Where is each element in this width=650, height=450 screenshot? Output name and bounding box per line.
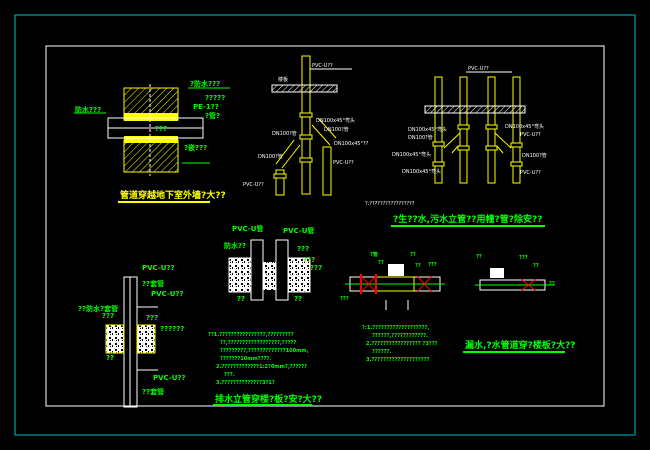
stack2-label: PVC-U?? — [468, 66, 489, 72]
stack-title: ?生??水,污水立管??用幢?管?除安?? — [393, 213, 542, 225]
svg-text:?防水???: ?防水??? — [190, 79, 220, 88]
svg-text:??: ?? — [237, 295, 245, 303]
svg-text:防水??: 防水?? — [224, 241, 246, 250]
left-pipe-detail: PVC-U?? ??套管 PVC-U?? ??防水?套管 ??? ??? ???… — [78, 264, 186, 408]
stack1-label: DN100?管 — [324, 126, 349, 133]
svg-text:??: ?? — [533, 263, 539, 269]
leak-fix-detail-1: ?管 ?? ?? ?? ??? ??? — [340, 251, 445, 310]
svg-text:??????,????????????.: ??????,????????????. — [372, 333, 428, 339]
svg-text:PVC-U??: PVC-U?? — [142, 264, 175, 272]
svg-text:???: ??? — [303, 256, 315, 264]
svg-text:??: ?? — [378, 260, 384, 266]
stack2-label: DN100x45°弯头 — [392, 151, 431, 158]
stack2-label: DN100x45°弯头 — [408, 126, 447, 133]
svg-text:PVC-U??: PVC-U?? — [153, 374, 186, 382]
stack-detail-2 — [424, 76, 526, 184]
stack1-label: PVC-U?? — [243, 182, 264, 188]
outer-frame — [14, 14, 636, 436]
svg-text:???: ??? — [297, 245, 309, 253]
svg-text:?管?: ?管? — [205, 111, 220, 120]
stack1-label: DN100?管 — [258, 153, 283, 160]
svg-text:??: ?? — [410, 252, 416, 258]
svg-text:?????????,?????????????100mm,: ?????????,?????????????100mm, — [220, 348, 309, 354]
svg-text:???: ??? — [102, 312, 114, 320]
svg-text:??????: ?????? — [160, 325, 184, 333]
svg-text:???????10mm????.: ???????10mm????. — [220, 356, 271, 362]
stack1-label: PVC-U?? — [333, 160, 354, 166]
leak-fix-detail-2: ?? ??? ?? ?? — [475, 254, 555, 292]
svg-text:???: ??? — [519, 255, 528, 261]
svg-text:3.??????????????3?1?: 3.??????????????3?1? — [216, 380, 275, 386]
svg-text:PVC-U管: PVC-U管 — [232, 224, 263, 233]
svg-text:2.????????????????? ?3???: 2.????????????????? ?3??? — [366, 341, 438, 347]
svg-text:???.: ???. — [224, 372, 235, 378]
svg-text:?:1.???????????????????,: ?:1.???????????????????, — [362, 325, 429, 331]
stack1-label: PVC-U?? — [312, 63, 333, 69]
fix-notes: ?:1.???????????????????, ??????,????????… — [362, 325, 438, 363]
svg-text:???: ??? — [428, 262, 437, 268]
svg-text:??: ?? — [415, 263, 421, 269]
stack-note: ?:????????????????? — [365, 201, 415, 207]
svg-text:??套管: ??套管 — [142, 387, 164, 396]
svg-text:??防水?套管: ??防水?套管 — [78, 304, 118, 313]
floor-title: 排水立管穿楼?板?安?大?? — [215, 393, 322, 405]
svg-text:??????.: ??????. — [372, 349, 391, 355]
svg-text:??: ?? — [106, 354, 114, 362]
stack2-label: DN100?管 — [408, 134, 433, 141]
svg-text:PE-1??: PE-1?? — [193, 103, 219, 111]
stack-detail-1 — [271, 55, 338, 196]
floor-notes: ??1.????????????????,????????? ??,??????… — [208, 332, 309, 386]
svg-text:?管: ?管 — [370, 251, 378, 258]
stack1-label: DN100x45°弯头 — [316, 117, 355, 124]
svg-text:??: ?? — [549, 281, 555, 287]
svg-text:???: ??? — [340, 296, 349, 302]
stack2-label: PVC-U?? — [520, 132, 541, 138]
svg-text:2.?????????????1:2?0mm?,??????: 2.?????????????1:2?0mm?,?????? — [216, 364, 307, 370]
stack2-label: DN100?管 — [522, 152, 547, 159]
stack2-label: DN100x45°弯头 — [402, 168, 441, 175]
svg-text:??: ?? — [476, 254, 482, 260]
svg-text:??套管: ??套管 — [142, 279, 164, 288]
inner-border — [45, 45, 605, 407]
svg-text:?????: ????? — [205, 94, 225, 102]
floor-penetration-detail: PVC-U管 PVC-U管 防水?? ??? ??? ??? ?? ?? — [224, 224, 322, 303]
stack1-label: DN100?管 — [272, 130, 297, 137]
svg-text:3.????????????????????: 3.???????????????????? — [366, 357, 429, 363]
svg-text:??1.????????????????,?????????: ??1.????????????????,????????? — [208, 332, 294, 338]
svg-text:防水???: 防水??? — [75, 105, 101, 114]
svg-text:??: ?? — [294, 295, 302, 303]
svg-text:???: ??? — [310, 264, 322, 272]
svg-text:???: ??? — [146, 314, 158, 322]
svg-text:PVC-U管: PVC-U管 — [283, 226, 314, 235]
stack1-label: DN100x45°?? — [334, 141, 369, 147]
stack2-label: DN100x45°弯头 — [505, 123, 544, 130]
fix-title: 漏水,?水管道穿?楼板?大?? — [465, 339, 576, 351]
svg-text:PVC-U??: PVC-U?? — [151, 290, 184, 298]
wall-penetration-detail: ?防水??? ????? PE-1?? ?管? 防水??? ??? ?嵌??? … — [74, 79, 230, 203]
svg-text:管道穿越地下室外墙?大??: 管道穿越地下室外墙?大?? — [120, 189, 226, 201]
stack2-label: PVC-U?? — [520, 170, 541, 176]
svg-text:???: ??? — [155, 125, 167, 133]
stack1-label: 楼板 — [278, 76, 288, 83]
svg-text:?嵌???: ?嵌??? — [184, 143, 207, 152]
svg-text:??,??????????????????,?????: ??,??????????????????,????? — [220, 340, 296, 346]
